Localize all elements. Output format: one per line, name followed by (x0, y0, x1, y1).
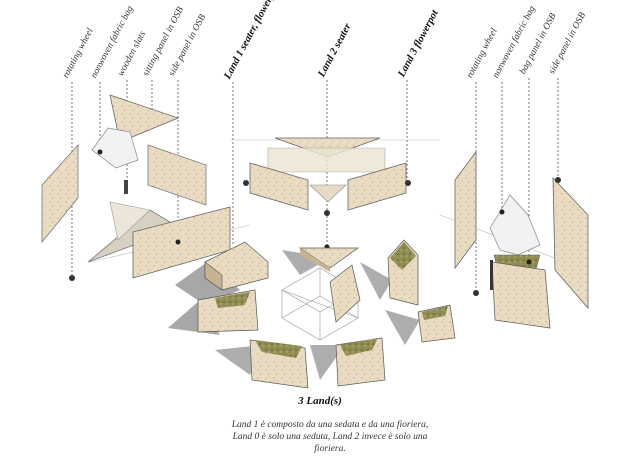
caption-line-3: fioriera. (314, 444, 346, 454)
caption-line-1: Land 1 è composto da una sedata e da una… (231, 420, 429, 430)
center-assembled-modules (168, 239, 456, 389)
right-exploded-panels (454, 150, 589, 329)
caption-line-2: Land 0 è solo una seduta, Land 2 invece … (232, 432, 428, 442)
center-exploded-panels (243, 137, 411, 250)
caption-body: Land 1 è composto da una sedata e da una… (200, 419, 460, 455)
left-exploded-panels (41, 94, 231, 281)
caption-title: 3 Land(s) (298, 395, 342, 407)
